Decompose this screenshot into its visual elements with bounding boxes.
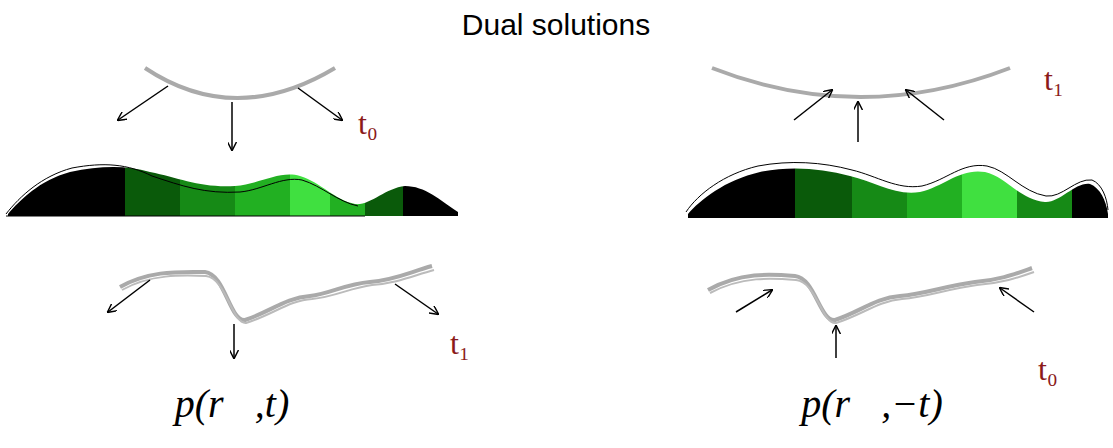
wavefront-curve <box>122 270 434 323</box>
ray-arrow <box>1000 288 1034 312</box>
model-base <box>6 216 365 217</box>
model-outline <box>6 165 358 214</box>
wavefront-curve <box>120 266 432 320</box>
diagram-title: Dual solutions <box>462 8 650 41</box>
ray-arrow <box>857 102 859 142</box>
ray-arrow <box>395 284 438 314</box>
time-label: t₀ <box>1038 352 1058 387</box>
time-label: t₁ <box>450 326 470 361</box>
model-outline <box>686 163 1108 212</box>
field-formula: p(r⃗,−t) <box>801 382 942 426</box>
velocity-model <box>685 150 1112 225</box>
ray-arrow <box>231 102 233 150</box>
ray-arrow <box>298 88 342 120</box>
ray-arrow <box>118 86 168 120</box>
ray-arrow <box>835 326 837 358</box>
wavefront-arc <box>712 68 1010 97</box>
time-label: t₀ <box>358 106 378 141</box>
ray-arrow <box>794 90 832 120</box>
time-label: t₁ <box>1044 62 1064 97</box>
ray-arrow <box>736 290 772 312</box>
wavefront-curve <box>710 272 1034 323</box>
velocity-model <box>5 150 463 220</box>
ray-arrow <box>233 324 235 358</box>
ray-arrow <box>906 90 944 120</box>
wavefront-curve <box>708 268 1032 320</box>
ray-arrow <box>108 280 150 312</box>
field-formula: p(r⃗,t) <box>175 382 289 426</box>
